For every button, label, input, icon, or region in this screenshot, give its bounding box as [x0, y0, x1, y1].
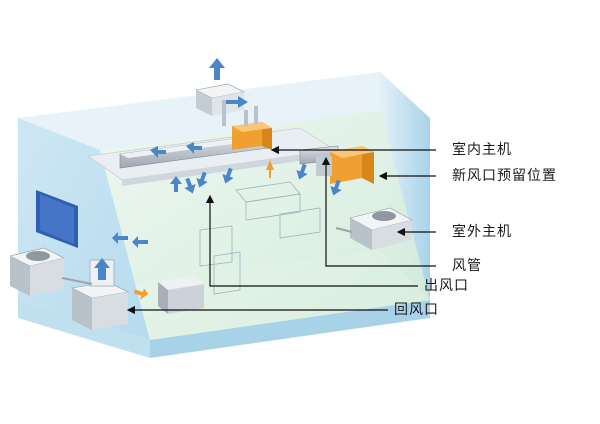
label-duct: 风管: [452, 258, 482, 274]
return-airflow-arrows: [133, 160, 274, 300]
leader-supply-outlet: [205, 194, 418, 287]
outdoor-unit-right-drawing: [335, 207, 413, 250]
furniture: [199, 181, 321, 295]
label-return-outlet: 回风口: [394, 302, 439, 318]
label-indoor-unit: 室内主机: [452, 142, 512, 158]
label-fresh-air-inlet: 新风口预留位置: [452, 168, 557, 184]
outdoor-units-left-drawing: [9, 247, 129, 330]
return-grille-box: [158, 276, 204, 314]
label-outdoor-unit: 室外主机: [452, 224, 512, 240]
front-wall-edge: [150, 300, 430, 358]
leader-lines: [126, 145, 436, 315]
fresh-air-unit-drawing: [316, 146, 374, 184]
label-supply-outlet: 出风口: [424, 278, 469, 294]
left-front-edge: [18, 300, 150, 358]
supply-airflow-arrows: [112, 142, 342, 248]
roof-fan-unit: [195, 58, 248, 126]
indoor-unit-drawing: [232, 106, 272, 150]
window: [36, 190, 78, 248]
leader-duct: [321, 156, 436, 267]
